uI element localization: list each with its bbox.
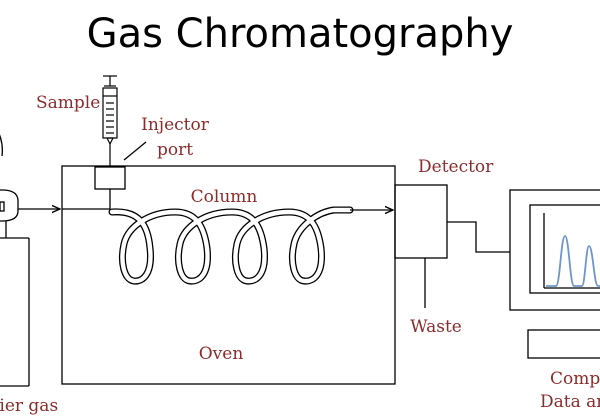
- chromatogram-trace: [546, 235, 600, 287]
- page-title: Gas Chromatography: [87, 11, 514, 57]
- waste-label: Waste: [410, 317, 462, 337]
- oven-label: Oven: [199, 344, 244, 364]
- gas-cylinder-icon: [0, 134, 30, 387]
- column-label: Column: [191, 187, 258, 207]
- sample-label: Sample: [36, 93, 100, 113]
- injector-port-label-line2: port: [157, 140, 193, 160]
- computer-label-line2: Data analysis: [540, 392, 600, 412]
- computer-monitor-icon: [509, 189, 600, 359]
- injector-port-label-line1: Injector: [141, 115, 210, 135]
- injector-pointer: [123, 141, 147, 161]
- column-coil: [108, 206, 354, 285]
- carrier-gas-label: Carrier gas: [0, 396, 58, 416]
- syringe-icon: [102, 75, 118, 167]
- detector-box: [394, 184, 448, 259]
- computer-label-line1: Computer: [550, 369, 600, 389]
- oven-box: [61, 165, 396, 385]
- signal-cable: [447, 221, 510, 253]
- injector-port: [94, 166, 126, 190]
- detector-label: Detector: [418, 157, 494, 177]
